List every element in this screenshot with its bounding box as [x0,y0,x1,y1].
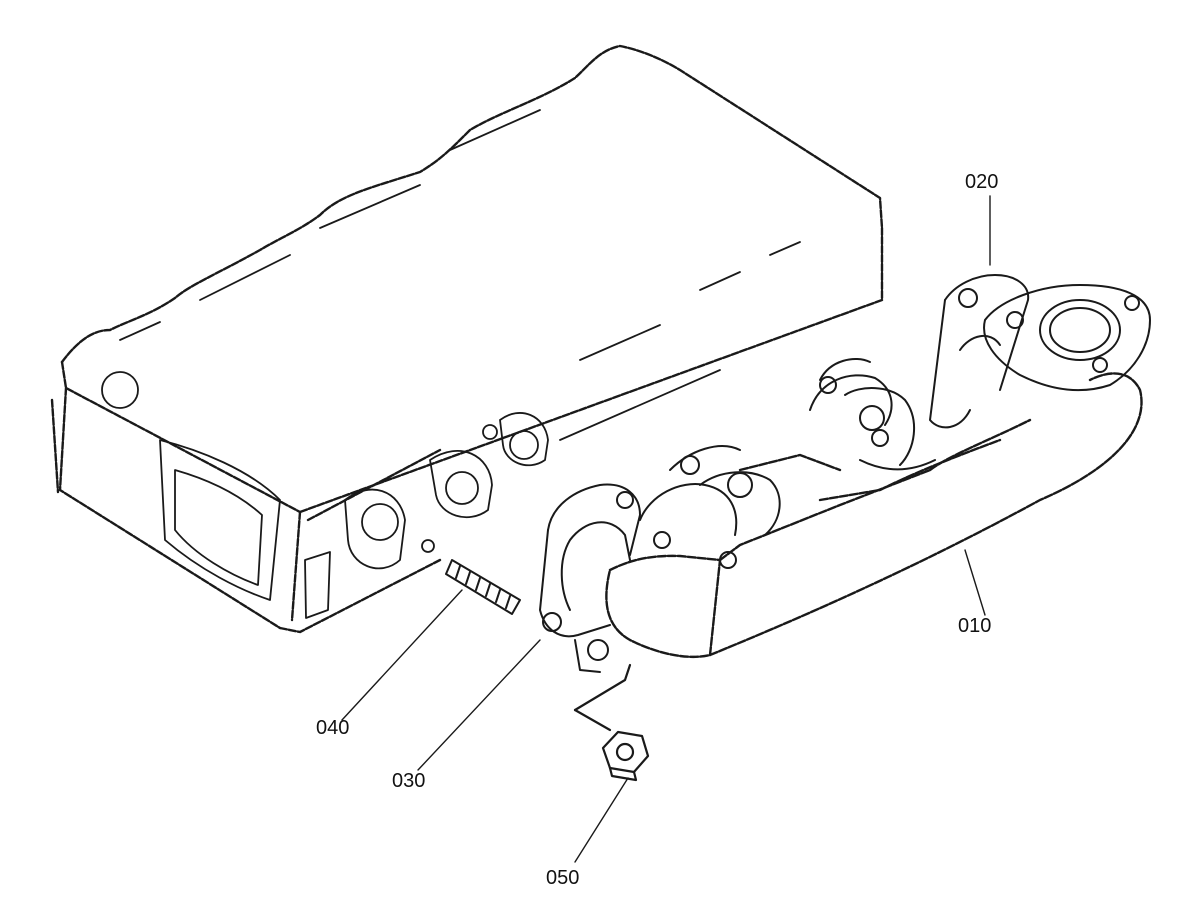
callout-030: 030 [392,770,426,792]
leader-010 [964,549,986,616]
callout-010: 010 [958,615,992,637]
leader-lines [341,195,991,863]
callout-040: 040 [316,717,350,739]
leader-050 [574,777,629,863]
nut [573,663,650,782]
leader-040 [341,589,463,721]
cylinder-head [50,44,884,634]
leader-030 [417,639,541,771]
stud [445,559,521,615]
exhaust-manifold [605,372,1143,659]
callout-050: 050 [546,867,580,889]
callout-020: 020 [965,171,999,193]
cylinder-head-details [101,109,801,619]
manifold-runners [539,274,1151,673]
